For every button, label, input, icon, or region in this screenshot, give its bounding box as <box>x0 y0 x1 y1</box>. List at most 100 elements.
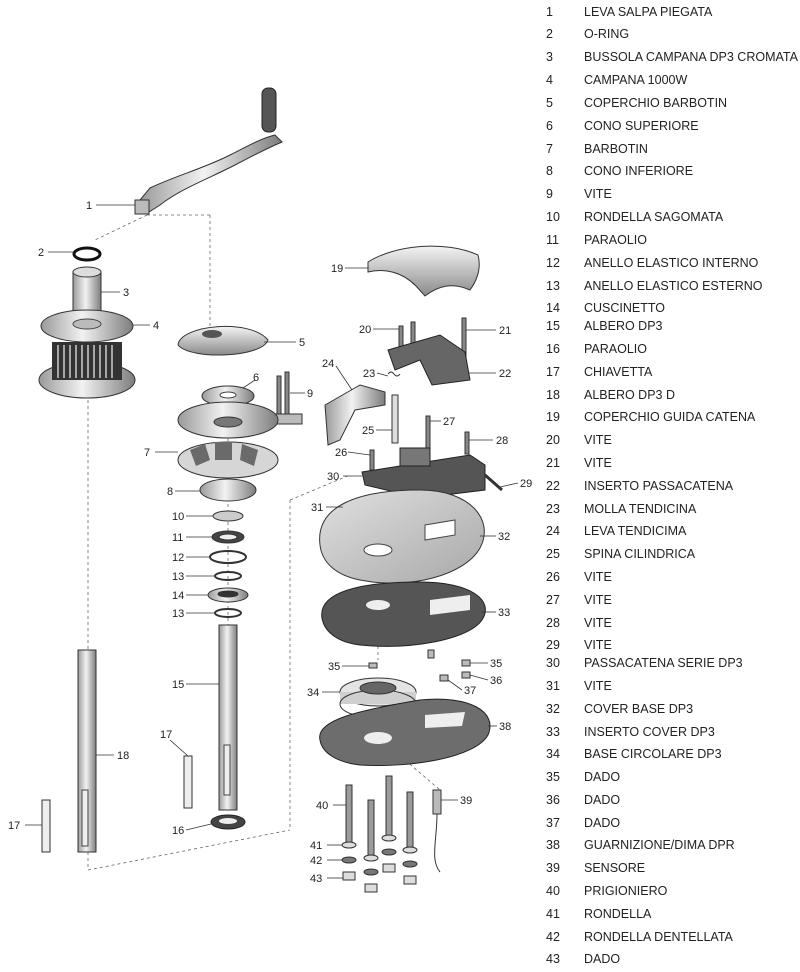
callout: 38 <box>499 721 511 733</box>
part-name: ALBERO DP3 <box>584 319 663 333</box>
part-name: O-RING <box>584 27 630 41</box>
parts-list-item: 9 VITE <box>540 186 612 202</box>
part-name: DADO <box>584 816 621 830</box>
part-name: ANELLO ELASTICO INTERNO <box>584 256 759 270</box>
part-number: 7 <box>546 142 553 156</box>
part-name: CUSCINETTO <box>584 301 666 315</box>
callout: 42 <box>310 855 322 867</box>
callout: 17 <box>8 820 20 832</box>
part-name: PARAOLIO <box>584 342 647 356</box>
callout: 13 <box>172 608 184 620</box>
part-number: 22 <box>546 479 560 493</box>
part-name: INSERTO COVER DP3 <box>584 725 715 739</box>
parts-list-item: 20 VITE <box>540 432 612 448</box>
part-number: 17 <box>546 365 560 379</box>
part-name: PARAOLIO <box>584 233 647 247</box>
part-number: 16 <box>546 342 560 356</box>
part-number: 35 <box>546 770 560 784</box>
part-number: 9 <box>546 187 553 201</box>
sensor <box>432 789 442 873</box>
studs <box>345 775 414 856</box>
part-name: VITE <box>584 187 612 201</box>
callout: 37 <box>464 685 476 697</box>
callout: 33 <box>498 607 510 619</box>
barbotin-cover <box>177 325 269 356</box>
part-name: BUSSOLA CAMPANA DP3 CROMATA <box>584 50 798 64</box>
callout: 40 <box>316 800 328 812</box>
callout: 24 <box>322 358 334 370</box>
part-name: COPERCHIO GUIDA CATENA <box>584 410 756 424</box>
fastener-stack <box>341 834 418 893</box>
callout: 5 <box>299 337 305 349</box>
shaft-dp3-d <box>77 649 97 853</box>
part-name: INSERTO PASSACATENA <box>584 479 734 493</box>
callout: 35 <box>490 658 502 670</box>
part-name: COPERCHIO BARBOTIN <box>584 96 728 110</box>
part-number: 1 <box>546 5 553 19</box>
callout: 41 <box>310 840 322 852</box>
callout: 19 <box>331 263 343 275</box>
handle-lever <box>134 87 283 215</box>
part-number: 25 <box>546 547 560 561</box>
part-name: VITE <box>584 638 612 652</box>
part-name: ALBERO DP3 D <box>584 388 676 402</box>
part-name: ANELLO ELASTICO ESTERNO <box>584 279 763 293</box>
callout: 31 <box>311 502 323 514</box>
callout: 26 <box>335 447 347 459</box>
tensioner-lever <box>324 384 386 446</box>
part-name: VITE <box>584 433 612 447</box>
parts-list-item: 16 PARAOLIO <box>540 341 647 357</box>
callout: 36 <box>490 675 502 687</box>
part-name: CONO INFERIORE <box>584 164 694 178</box>
callout: 34 <box>307 687 319 699</box>
part-number: 4 <box>546 73 553 87</box>
assembly-guide-lines <box>87 214 441 871</box>
callout: 30 <box>327 471 339 483</box>
part-name: DADO <box>584 793 621 807</box>
cover-insert <box>321 581 486 647</box>
part-number: 2 <box>546 27 553 41</box>
callout: 9 <box>307 388 313 400</box>
part-name: VITE <box>584 593 612 607</box>
cover-base <box>319 489 485 584</box>
barbotin-screws <box>271 371 303 425</box>
screw-29 <box>484 473 503 492</box>
callout: 6 <box>253 372 259 384</box>
callout: 39 <box>460 795 472 807</box>
part-number: 20 <box>546 433 560 447</box>
callout: 28 <box>496 435 508 447</box>
part-name: SPINA CILINDRICA <box>584 547 696 561</box>
callout: 12 <box>172 552 184 564</box>
callout: 23 <box>363 368 375 380</box>
callout: 25 <box>362 425 374 437</box>
part-number: 15 <box>546 319 560 333</box>
part-name: MOLLA TENDICINA <box>584 502 697 516</box>
part-number: 6 <box>546 119 553 133</box>
parts-list-item: 2 O-RING <box>540 26 629 42</box>
part-number: 29 <box>546 638 560 652</box>
ring-stack <box>207 510 249 618</box>
parts-list-item: 25 SPINA CILINDRICA <box>540 546 695 562</box>
callout: 20 <box>359 324 371 336</box>
